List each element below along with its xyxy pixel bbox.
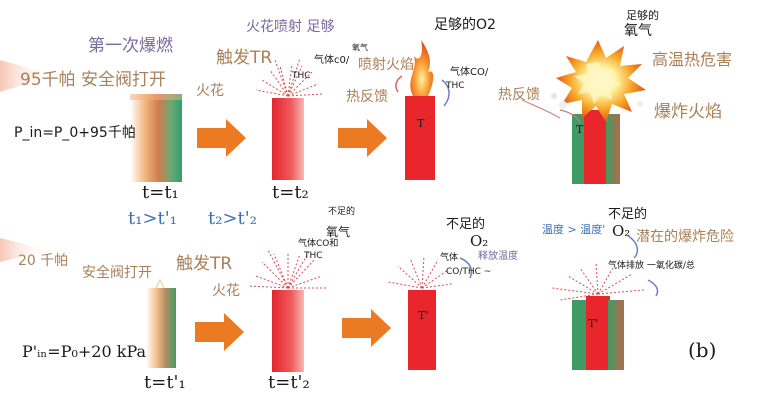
trigger-tr-label-bottom: 触发TR xyxy=(176,254,233,274)
kpa-20-label: 20 千帕 xyxy=(18,253,69,269)
spark-lines-bottom-4 xyxy=(551,263,645,301)
time-compare-1: t₁>t'₁ xyxy=(128,208,177,229)
time-label-bottom-1: t=t'₁ xyxy=(144,372,186,393)
cell-top-3 xyxy=(405,96,435,180)
spark-lines-bottom-3 xyxy=(387,255,453,289)
cell-bottom-1 xyxy=(146,288,176,368)
time-compare-2: t₂>t'₂ xyxy=(208,208,257,229)
cell-bottom-4-right xyxy=(608,300,624,370)
release-temp-label: 释放温度 xyxy=(478,251,518,262)
gas-co-and-label: 气体CO和 xyxy=(298,239,339,249)
spark-label-bottom: 火花 xyxy=(212,283,240,299)
t-prime-label-cell3: T' xyxy=(418,309,429,322)
high-temp-hazard-label: 高温热危害 xyxy=(652,50,733,69)
explosion-flame-label: 爆炸火焰 xyxy=(654,102,722,122)
insufficient-label-2: 不足的 xyxy=(608,207,648,222)
cell-bottom-4-left xyxy=(572,300,588,370)
cell-top-2 xyxy=(272,98,304,180)
cell-top-1 xyxy=(130,94,182,182)
gas-emission-label: 气体排放 一氧化碳/总 xyxy=(608,261,695,271)
time-label-bottom-2: t=t'₂ xyxy=(268,372,310,393)
cell-bottom-4-center xyxy=(586,296,610,370)
gas-co-label-top: 气体c0/ xyxy=(314,55,350,66)
pressure-wedge-top xyxy=(0,60,55,92)
oxygen-small-label: 氧气 xyxy=(352,43,368,52)
arrow-bottom-2 xyxy=(342,309,391,347)
temp-gt-label: 温度 > 温度' xyxy=(542,223,606,236)
spark-lines-top-2 xyxy=(255,57,323,97)
cell-bottom-3 xyxy=(408,290,436,370)
co-thc-label: CO/THC ~ xyxy=(446,267,492,277)
jet-flame-label: 喷射火焰 xyxy=(358,57,414,73)
cell-top-4-right xyxy=(606,114,620,184)
insufficient-label-1: 不足的 xyxy=(446,217,486,232)
sufficient-oxygen-line1: 足够的 xyxy=(626,9,659,22)
jet-flame-icon xyxy=(410,40,434,96)
t-prime-label-cell4: T' xyxy=(588,317,599,330)
p-in-prime-label: P'ᵢₙ=P₀+20 kPa xyxy=(22,342,147,361)
insufficient-oxygen-line2: 氧气 xyxy=(326,225,351,239)
t-label-cell4: T xyxy=(576,123,584,136)
spark-label-top: 火花 xyxy=(196,83,224,99)
sufficient-oxygen-line2: 氧气 xyxy=(624,23,652,39)
gas-label-bottom: 气体 xyxy=(440,253,459,263)
cell-bottom-2 xyxy=(272,290,304,372)
time-label-top-2: t=t₂ xyxy=(272,182,309,203)
insufficient-o2-label-1: O₂ xyxy=(470,232,489,250)
time-label-top-1: t=t₁ xyxy=(142,182,179,203)
panel-label: (b) xyxy=(688,338,717,362)
insufficient-o2-label-2: O₂ xyxy=(612,222,631,240)
t-label-cell3: T xyxy=(417,117,425,130)
thc-label-top: THC xyxy=(292,71,311,81)
sufficient-o2-label: 足够的O2 xyxy=(434,17,496,33)
first-explosion-label: 第一次爆燃 xyxy=(88,36,173,56)
pressure-wedge-bottom xyxy=(0,238,50,262)
valve-open-95-label: 95千帕 安全阀打开 xyxy=(20,70,167,90)
thc-label-bottom: THC xyxy=(304,251,323,261)
gas-co2-label: 气体CO/ xyxy=(450,67,489,78)
cell-top-4-center xyxy=(584,110,608,184)
insufficient-oxygen-line1: 不足的 xyxy=(328,207,356,217)
arrow-top-1 xyxy=(197,119,246,157)
heat-feedback-label-2: 热反馈 xyxy=(498,87,540,103)
arrow-top-2 xyxy=(338,119,387,157)
cell-top-4-left xyxy=(572,114,586,184)
heat-feedback-label-1: 热反馈 xyxy=(346,89,388,105)
arrow-bottom-1 xyxy=(195,313,244,351)
thc-label-top-2: THC xyxy=(446,81,465,91)
spark-lines-bottom-2 xyxy=(249,249,326,289)
p-in-label: P_in=P_0+95千帕 xyxy=(14,125,136,141)
trigger-tr-label-top: 触发TR xyxy=(216,48,273,68)
potential-explosion-label: 潜在的爆炸危险 xyxy=(636,229,734,245)
spark-jet-sufficient-label: 火花喷射 足够 xyxy=(246,19,335,35)
valve-open-label-bottom: 安全阀打开 xyxy=(82,265,152,281)
